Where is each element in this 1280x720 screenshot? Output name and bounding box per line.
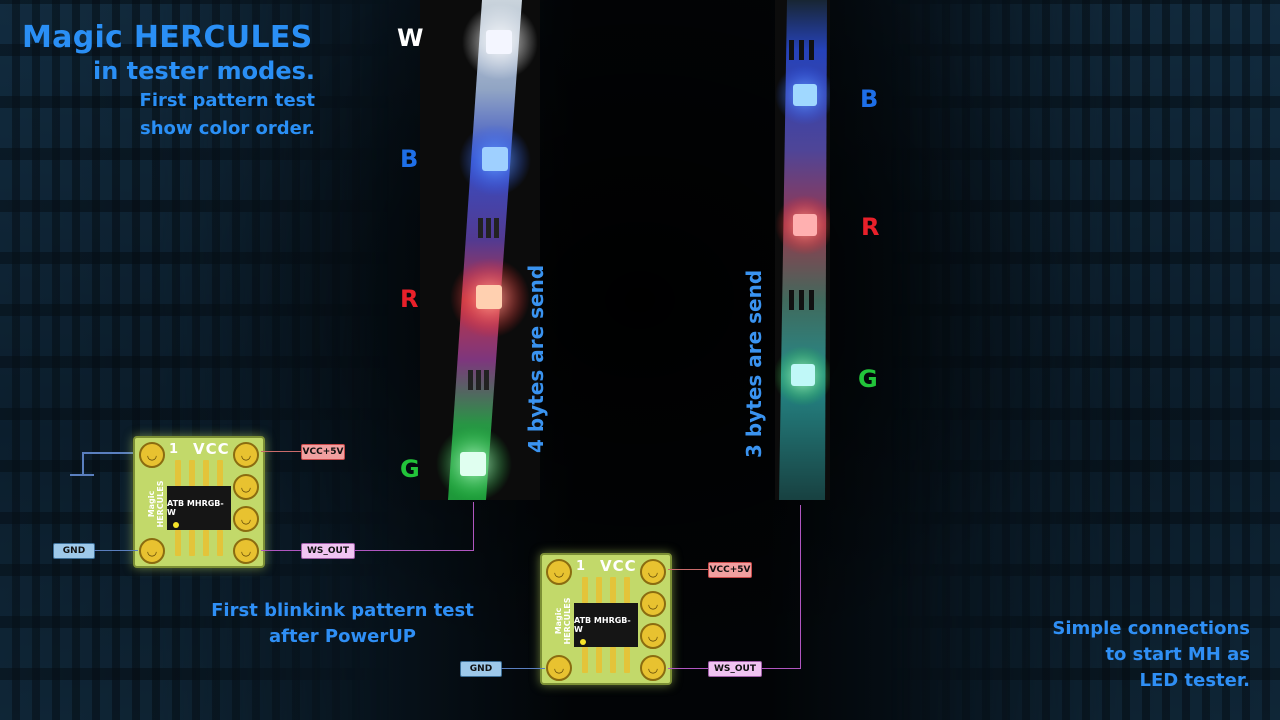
pcb-trace [610,647,616,673]
left-caption: First blinkink pattern test after PowerU… [190,598,495,650]
pcb-pad-vcc: ◡ [640,559,666,585]
pcb-trace [189,460,195,486]
pcb-trace [217,530,223,556]
pcb-vcc-label: VCC [193,440,230,458]
left-ground-link [82,452,140,454]
pcb-trace [596,577,602,603]
pcb-pad: ◡ [233,506,259,532]
right-caption-line-3: LED tester. [1139,670,1250,691]
pcb-trace [175,530,181,556]
right-pcb: 1 VCC ATB MHRGB-W Magic HERCULES ◡ ◡ ◡ ◡… [540,553,672,685]
pcb-trace [610,577,616,603]
left-ws-tag: WS_OUT [301,543,355,559]
left-ws-wire [261,550,301,551]
pcb-pad-vcc: ◡ [233,442,259,468]
right-channel-label-r: R [861,213,880,241]
pcb-pad-ws: ◡ [233,538,259,564]
right-ws-to-strip-vertical [800,505,801,669]
left-channel-label-w: W [397,24,424,52]
right-led-strip [775,0,830,500]
pcb-chip-dot [580,639,586,645]
pcb-brand-line-1: Magic [554,607,563,635]
pcb-brand-line-2: HERCULES [156,480,165,528]
left-channel-label-r: R [400,285,419,313]
pcb-pin1-label: 1 [576,559,586,574]
left-ws-to-strip-vertical [473,502,474,551]
description-line-1: First pattern test [139,90,315,111]
right-channel-label-b: B [860,85,879,113]
right-vcc-wire [668,569,708,570]
pcb-trace [596,647,602,673]
pcb-trace [175,460,181,486]
pcb-brand-line-2: HERCULES [563,597,572,645]
left-vcc-wire [261,451,301,452]
left-ground-symbol [82,452,84,474]
pcb-pad-ws: ◡ [640,655,666,681]
pcb-trace [624,647,630,673]
left-strip-note: 4 bytes are send [524,264,548,453]
right-strip-note: 3 bytes are send [742,269,766,458]
pcb-brand: Magic HERCULES [554,591,572,651]
pcb-trace [582,577,588,603]
left-gnd-tag: GND [53,543,95,559]
description-line-2: show color order. [140,118,315,139]
pcb-chip-dot [173,522,179,528]
pcb-pad-gnd: ◡ [139,538,165,564]
right-ws-tag: WS_OUT [708,661,762,677]
right-channel-label-g: G [858,365,878,393]
pcb-trace [203,530,209,556]
pcb-pin1-label: 1 [169,442,179,457]
pcb-pad-1: ◡ [139,442,165,468]
pcb-pad-1: ◡ [546,559,572,585]
pcb-pad: ◡ [640,591,666,617]
pcb-brand: Magic HERCULES [147,474,165,534]
left-led-strip [436,0,538,500]
left-caption-line-2: after PowerUP [268,626,416,647]
pcb-pad-gnd: ◡ [546,655,572,681]
left-channel-label-b: B [400,145,419,173]
page-title: Magic HERCULES [22,20,313,55]
pcb-brand-line-1: Magic [147,490,156,518]
right-vcc-tag: VCC+5V [708,562,752,578]
right-caption-line-1: Simple connections [1052,618,1250,639]
pcb-pad: ◡ [640,623,666,649]
background-tiles-right [890,0,1280,720]
left-ground-bar [70,474,94,476]
pcb-vcc-label: VCC [600,557,637,575]
page-subtitle: in tester modes. [93,57,315,85]
right-caption: Simple connections to start MH as LED te… [1000,616,1250,694]
left-vcc-tag: VCC+5V [301,444,345,460]
pcb-trace [203,460,209,486]
left-caption-line-1: First blinkink pattern test [211,600,474,621]
right-ws-wire [668,668,708,669]
background-tiles-left [0,0,390,720]
pcb-trace [217,460,223,486]
right-caption-line-2: to start MH as [1105,644,1250,665]
left-pcb: 1 VCC ATB MHRGB-W Magic HERCULES ◡ ◡ ◡ ◡… [133,436,265,568]
pcb-trace [189,530,195,556]
pcb-trace [582,647,588,673]
title-block: Magic HERCULES in tester modes. First pa… [10,20,315,143]
pcb-trace [624,577,630,603]
right-gnd-tag: GND [460,661,502,677]
right-gnd-wire [501,668,545,669]
left-ws-to-strip [354,550,474,551]
right-ws-to-strip [761,668,801,669]
pcb-pad: ◡ [233,474,259,500]
left-gnd-wire [94,550,138,551]
left-channel-label-g: G [400,455,420,483]
